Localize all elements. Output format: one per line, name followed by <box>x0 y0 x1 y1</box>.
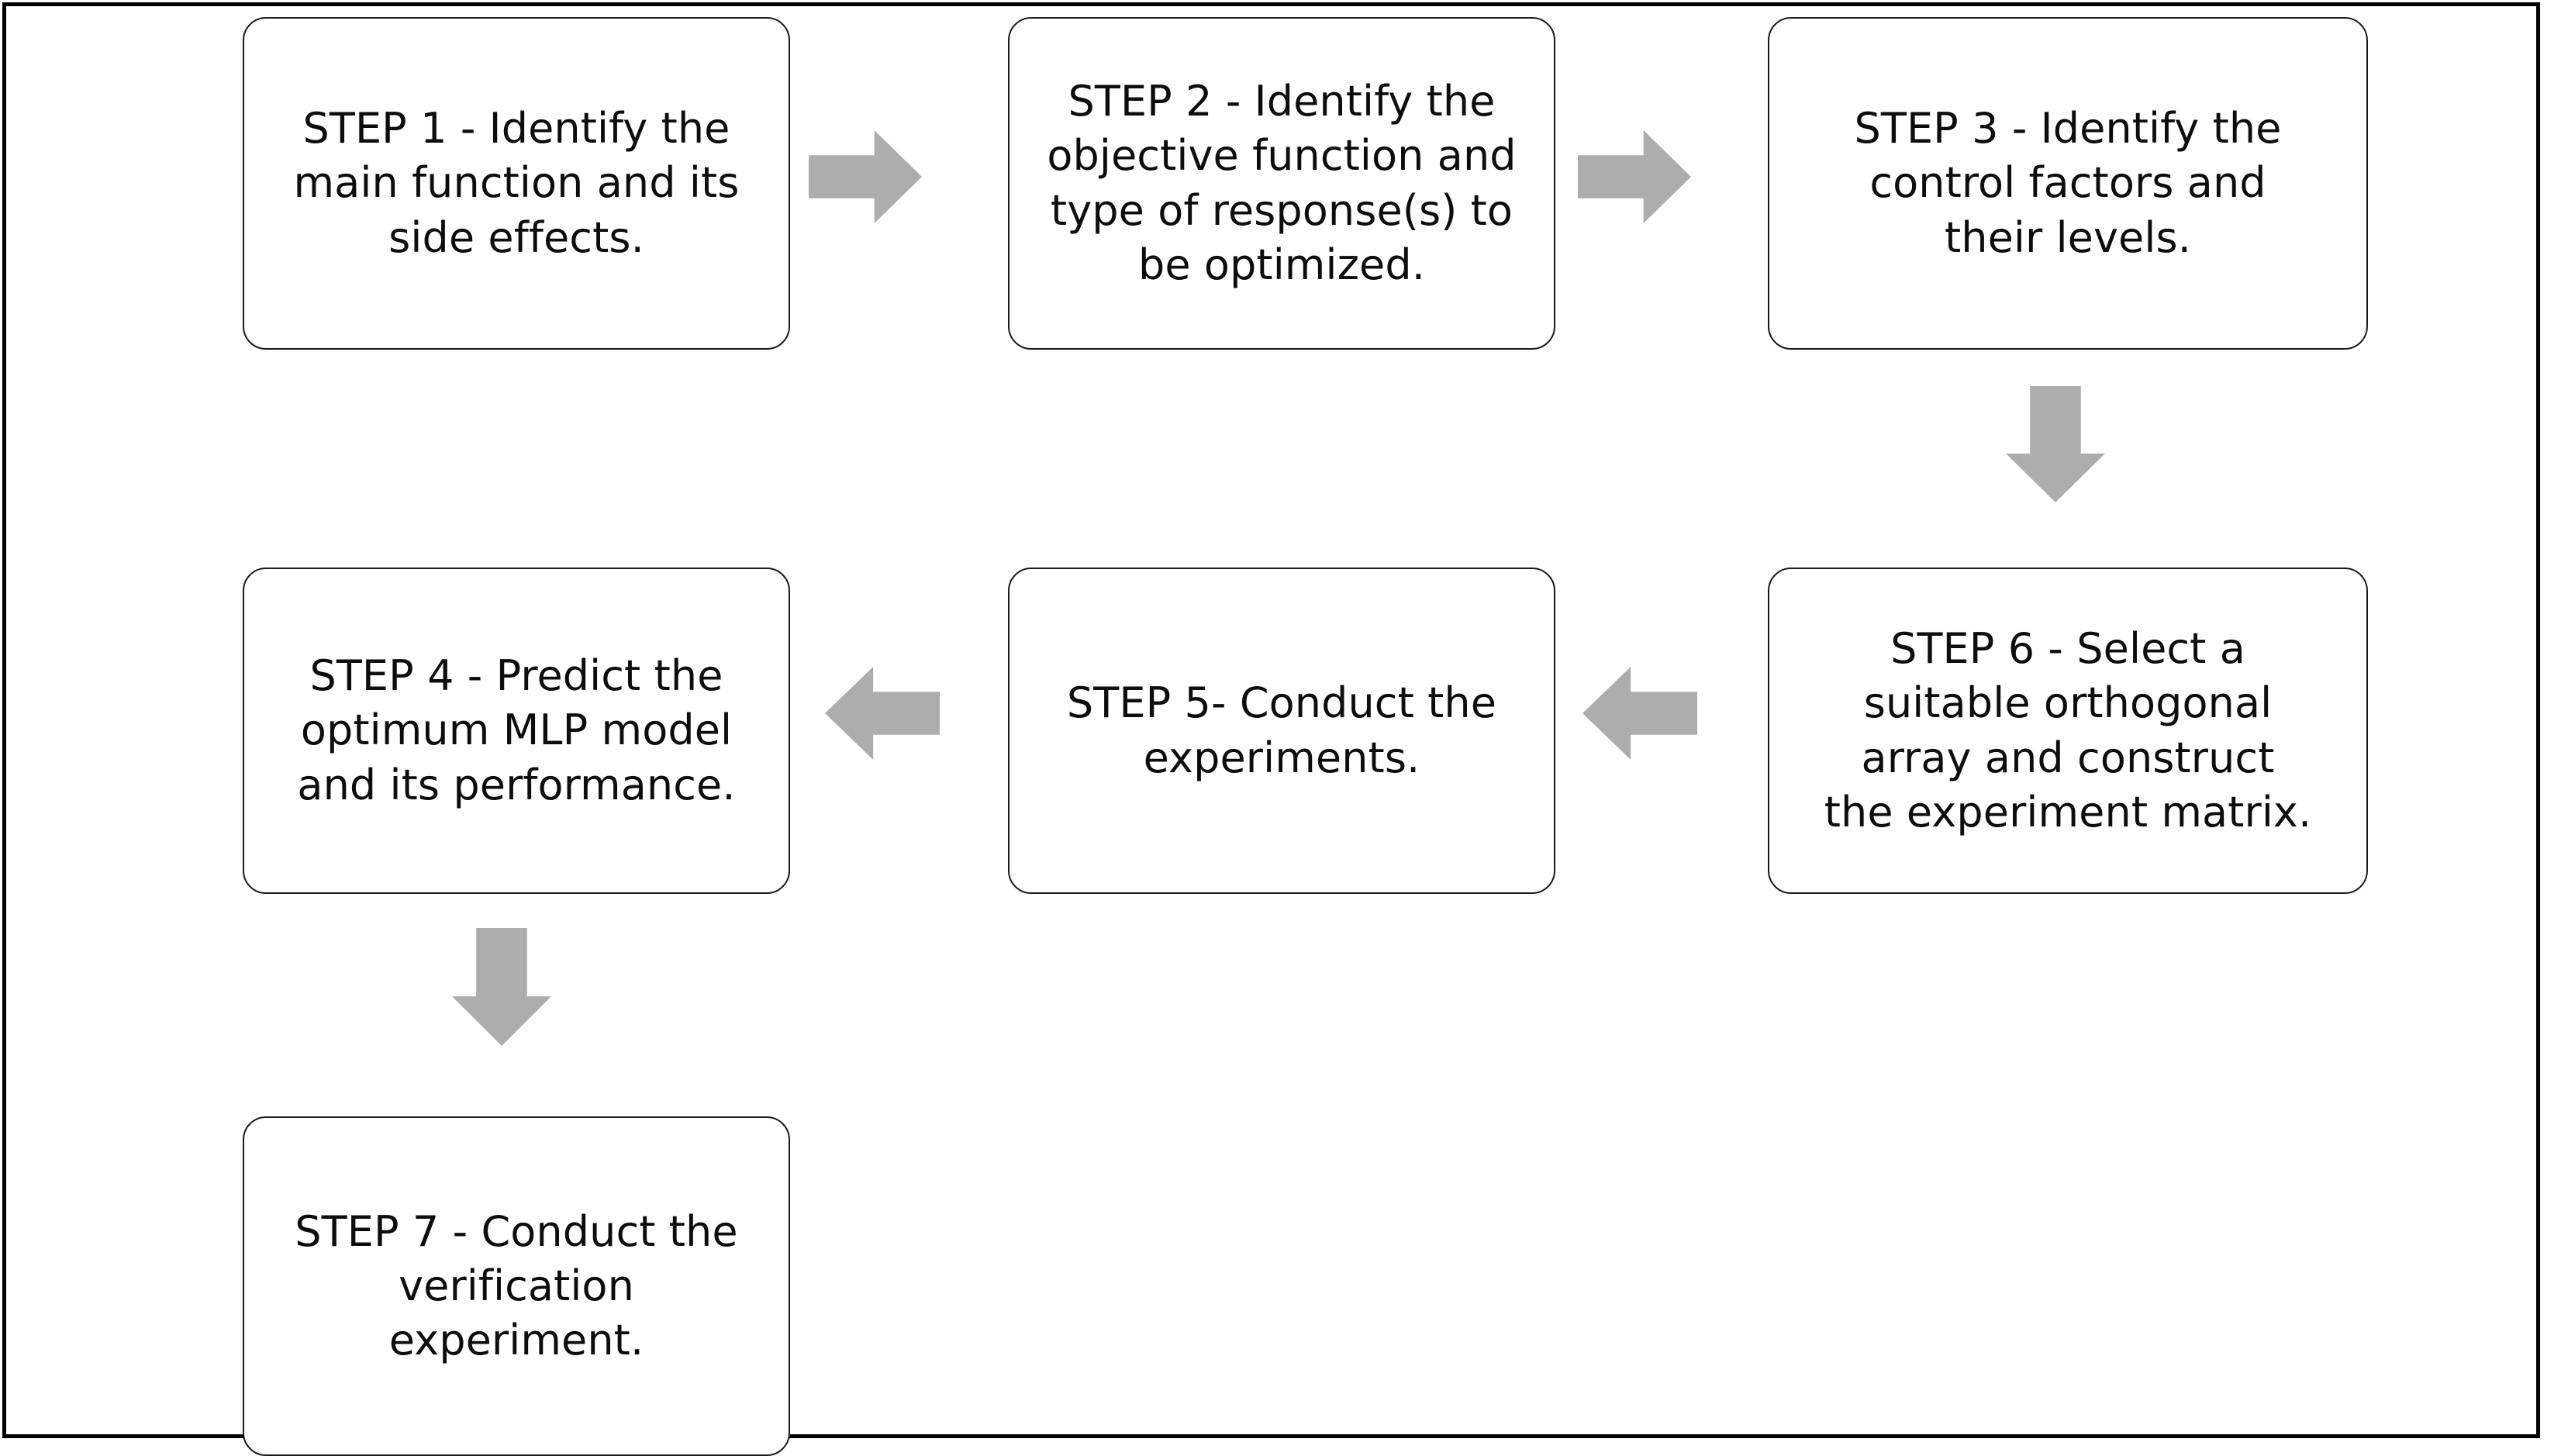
node-label-step7: STEP 7 - Conduct the verification experi… <box>295 1206 738 1365</box>
node-label-step1: STEP 1 - Identify the main function and … <box>293 104 740 262</box>
arrow-down-icon-step3-step6 <box>2006 386 2105 502</box>
node-label-step4: STEP 4 - Predict the optimum MLP model a… <box>297 651 736 809</box>
flowchart-node-step7[interactable]: STEP 7 - Conduct the verification experi… <box>243 1116 790 1456</box>
flowchart-node-step3[interactable]: STEP 3 - Identify the control factors an… <box>1768 17 2368 350</box>
arrow-down-icon-step4-step7 <box>452 928 551 1046</box>
flowchart-node-step1[interactable]: STEP 1 - Identify the main function and … <box>243 17 790 350</box>
node-label-step2: STEP 2 - Identify the objective function… <box>1047 77 1517 289</box>
node-label-step3: STEP 3 - Identify the control factors an… <box>1854 104 2282 262</box>
node-label-step5: STEP 5- Conduct the experiments. <box>1066 678 1497 782</box>
flowchart-node-step5[interactable]: STEP 5- Conduct the experiments. <box>1008 568 1555 894</box>
flowchart-node-step6[interactable]: STEP 6 - Select a suitable orthogonal ar… <box>1768 568 2368 894</box>
flowchart-node-step2[interactable]: STEP 2 - Identify the objective function… <box>1008 17 1555 350</box>
arrow-right-icon-step1-step2 <box>809 130 922 223</box>
arrow-left-icon-step5-step4 <box>825 667 940 760</box>
arrow-left-icon-step6-step5 <box>1583 667 1697 760</box>
flowchart-node-step4[interactable]: STEP 4 - Predict the optimum MLP model a… <box>243 568 790 894</box>
node-label-step6: STEP 6 - Select a suitable orthogonal ar… <box>1824 624 2312 837</box>
arrow-right-icon-step2-step3 <box>1578 130 1691 223</box>
